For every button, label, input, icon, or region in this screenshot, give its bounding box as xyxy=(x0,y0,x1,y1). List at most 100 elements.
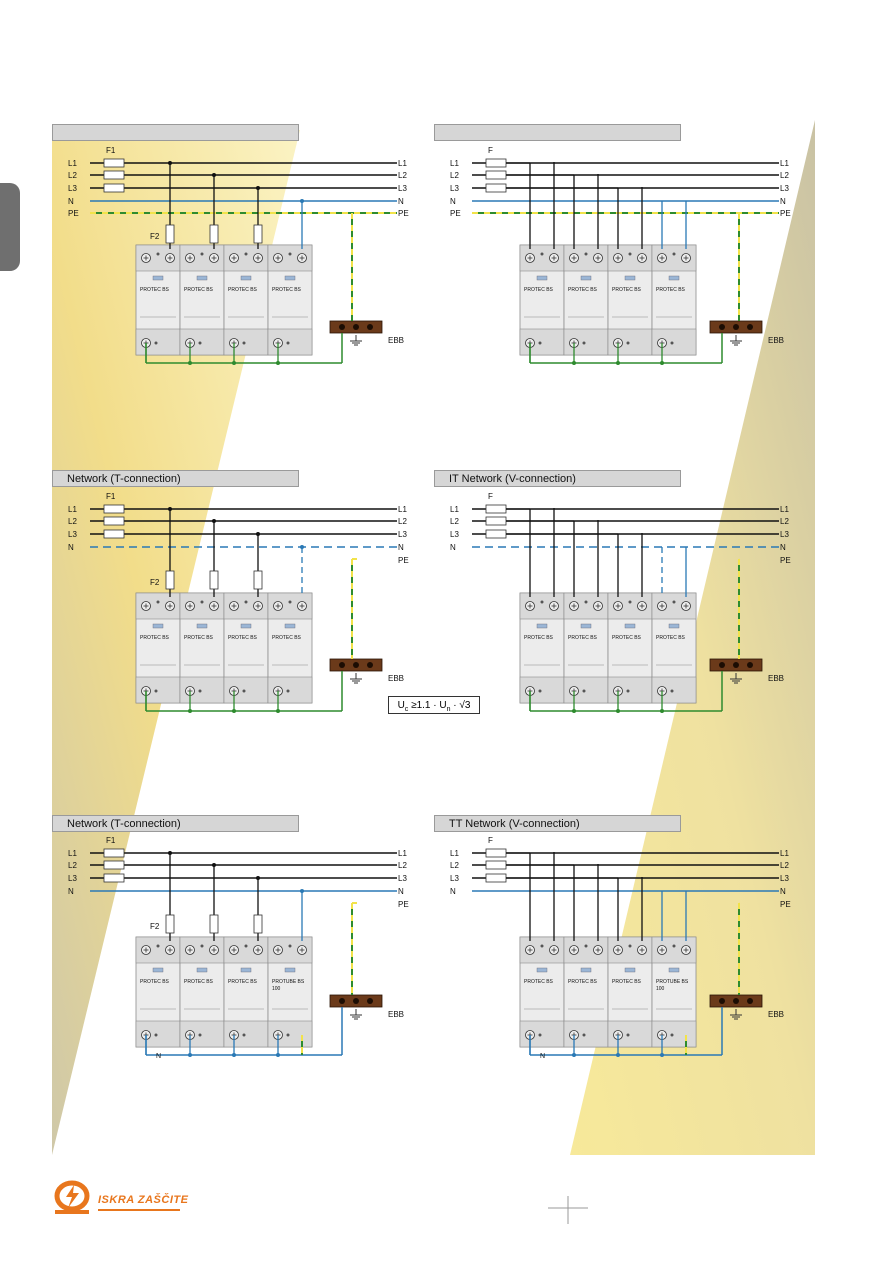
spd-module: PROTEC BS xyxy=(607,936,653,1048)
status-window xyxy=(536,623,548,629)
module-pin xyxy=(286,1033,290,1037)
module-pin xyxy=(198,689,202,693)
panel-title-2 xyxy=(434,124,681,141)
line-label-right-n: N xyxy=(398,543,404,552)
module-pin xyxy=(242,1033,246,1037)
line-label-l2: L2 xyxy=(450,171,459,180)
earth-busbar xyxy=(709,994,763,1008)
ebb-screw xyxy=(367,324,373,330)
junction-dot xyxy=(276,709,280,713)
module-pin xyxy=(200,252,204,256)
screw-terminal xyxy=(185,945,195,955)
panel-title-4: IT Network (V-connection) xyxy=(434,470,681,487)
screw-terminal xyxy=(681,945,691,955)
module-label: PROTEC BS xyxy=(524,287,554,293)
line-label-n: N xyxy=(450,543,456,552)
ebb-label: EBB xyxy=(388,336,404,345)
brand-name: ISKRA ZAŠČITE xyxy=(98,1194,189,1206)
screw-terminal xyxy=(253,253,263,263)
line-label-right-pe: PE xyxy=(780,209,791,218)
line-label-l2: L2 xyxy=(68,517,77,526)
module-pin xyxy=(242,341,246,345)
junction-dot xyxy=(232,361,236,365)
module-pin xyxy=(244,944,248,948)
line-label-right-l1: L1 xyxy=(398,159,407,168)
junction-dot xyxy=(232,709,236,713)
junction-dot xyxy=(660,709,664,713)
junction-dot xyxy=(616,361,620,365)
line-label-right-l1: L1 xyxy=(398,849,407,858)
spd-module: PROTEC BS xyxy=(519,592,565,704)
formula-tail: · √3 xyxy=(453,700,471,711)
ebb-screw xyxy=(353,998,359,1004)
status-window xyxy=(240,967,252,973)
earth-busbar xyxy=(329,994,383,1008)
line-label-right-l3: L3 xyxy=(398,874,407,883)
branch-fuse xyxy=(209,570,219,590)
screw-terminal xyxy=(681,601,691,611)
line-label-right-l1: L1 xyxy=(780,159,789,168)
branch-fuse xyxy=(165,570,175,590)
module-pin xyxy=(584,252,588,256)
screw-terminal xyxy=(525,253,535,263)
main-fuse xyxy=(103,516,125,526)
line-label-l1: L1 xyxy=(68,159,77,168)
module-pin xyxy=(198,1033,202,1037)
panel-title-6: TT Network (V-connection) xyxy=(434,815,681,832)
line-label-right-pe: PE xyxy=(780,556,791,565)
crop-mark-icon xyxy=(548,1196,588,1224)
screw-terminal xyxy=(185,601,195,611)
formula-lhs-sub: c xyxy=(404,706,409,713)
ebb-screw xyxy=(367,662,373,668)
spd-module: PROTEC BS xyxy=(223,244,269,356)
screw-terminal xyxy=(297,253,307,263)
module-pin xyxy=(670,1033,674,1037)
branch-fuse xyxy=(253,224,263,244)
line-label-n: N xyxy=(450,887,456,896)
main-fuse xyxy=(485,158,507,168)
spd-module: PROTEC BS xyxy=(607,244,653,356)
line-label-right-pe: PE xyxy=(398,209,409,218)
ebb-label: EBB xyxy=(768,674,784,683)
spd-module: PROTEC BS xyxy=(179,592,225,704)
ground-icon xyxy=(350,673,362,684)
module-label: PROTEC BS xyxy=(656,287,686,293)
formula-box: Uc ≥1.1 · Un · √3 xyxy=(388,696,480,714)
earth-busbar xyxy=(709,658,763,672)
module-pin xyxy=(288,252,292,256)
line-label-l2: L2 xyxy=(450,861,459,870)
line-label-right-l2: L2 xyxy=(780,861,789,870)
spd-module: PROTEC BS xyxy=(179,936,225,1048)
junction-dot xyxy=(660,1053,664,1057)
formula-op: ≥1.1 · U xyxy=(411,700,447,711)
status-window xyxy=(152,967,164,973)
status-window xyxy=(240,275,252,281)
module-pin xyxy=(626,1033,630,1037)
main-fuse xyxy=(485,183,507,193)
brand-underline xyxy=(98,1209,180,1211)
screw-terminal xyxy=(297,945,307,955)
ebb-screw xyxy=(719,662,725,668)
line-label-right-l2: L2 xyxy=(398,861,407,870)
main-fuse-label: F xyxy=(488,492,493,501)
module-pin xyxy=(244,252,248,256)
main-fuse-label: F xyxy=(488,836,493,845)
main-fuse-label: F1 xyxy=(106,146,116,155)
line-label-right-l1: L1 xyxy=(398,505,407,514)
main-fuse xyxy=(485,170,507,180)
line-label-n: N xyxy=(68,887,74,896)
junction-dot xyxy=(188,1053,192,1057)
line-label-l2: L2 xyxy=(68,171,77,180)
screw-terminal xyxy=(141,945,151,955)
main-fuse xyxy=(103,504,125,514)
main-fuse xyxy=(103,860,125,870)
module-pin xyxy=(156,944,160,948)
screw-terminal xyxy=(229,253,239,263)
spd-module: PROTEC BS xyxy=(223,936,269,1048)
ebb-screw xyxy=(747,324,753,330)
line-label-right-pe: PE xyxy=(780,900,791,909)
module-label: PROTEC BS xyxy=(184,979,214,985)
ebb-label: EBB xyxy=(388,674,404,683)
line-label-l1: L1 xyxy=(450,505,459,514)
